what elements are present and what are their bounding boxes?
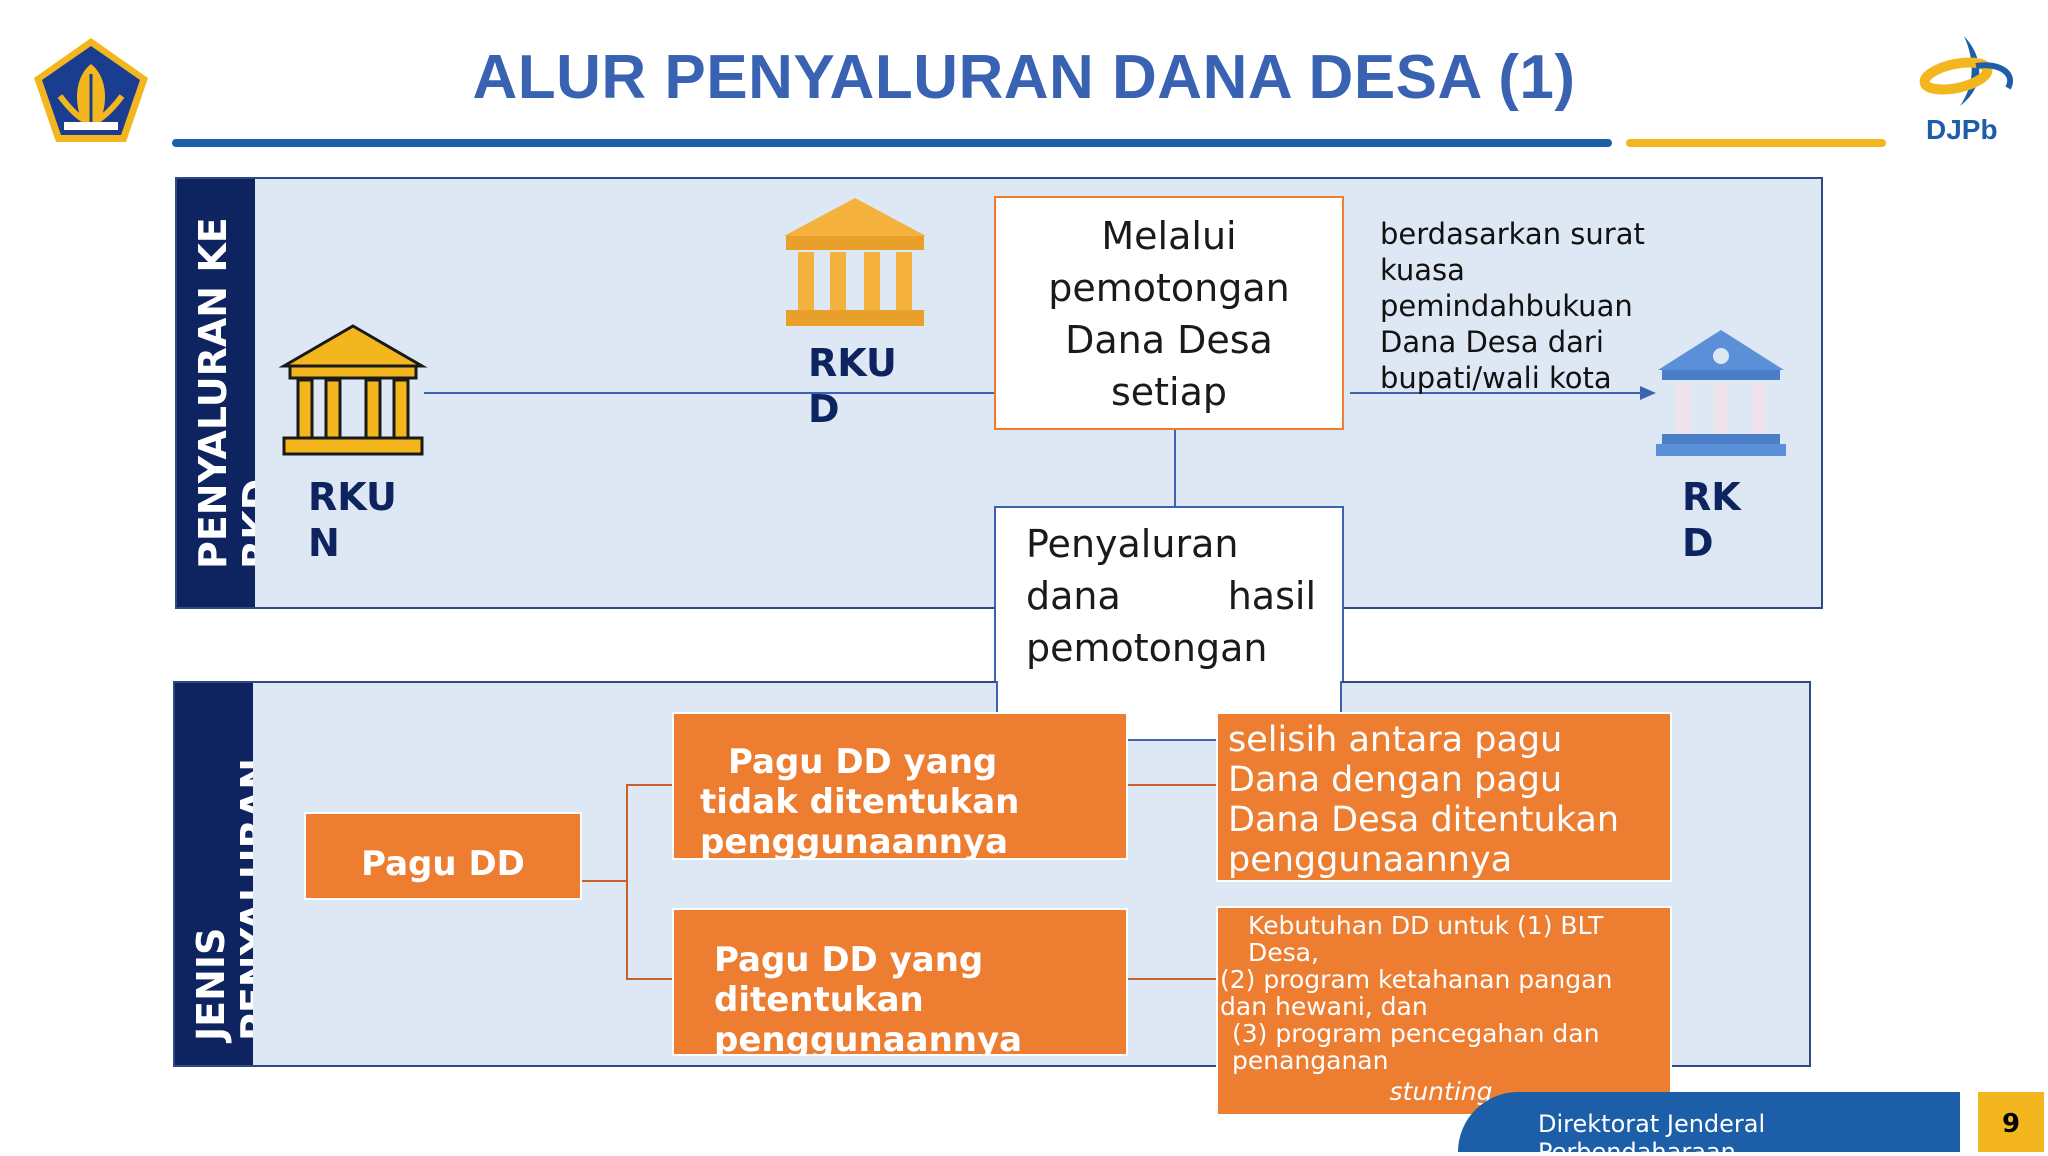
header-divider-blue xyxy=(172,139,1612,147)
pagu-dd-text: Pagu DD xyxy=(361,844,525,884)
connector-ditentukan-kebutuhan xyxy=(1126,978,1218,980)
selisih-text: selisih antara pagu Dana dengan pagu Dan… xyxy=(1228,720,1620,880)
penyaluran-sidebar: PENYALURAN KE RKD xyxy=(177,179,255,607)
pagu-connector-v xyxy=(626,784,628,980)
bank-rkun-icon xyxy=(278,322,428,462)
pagu-ditentukan-text: Pagu DD yang ditentukan penggunaannya xyxy=(714,940,1023,1056)
box-vertical-connector xyxy=(1174,430,1176,510)
arrow-head-icon xyxy=(1640,386,1656,400)
selisih-box: selisih antara pagu Dana dengan pagu Dan… xyxy=(1216,712,1672,882)
jenis-side-label: JENIS PENYALURAN xyxy=(189,757,253,1041)
page-number: 9 xyxy=(1978,1092,2044,1152)
djpb-logo: DJPb xyxy=(1912,32,2024,145)
bank-rkd-icon xyxy=(1654,326,1788,462)
pagu-tidak-ditentukan-box: Pagu DD yang tidak ditentukan penggunaan… xyxy=(672,712,1128,860)
pagu-ditentukan-box: Pagu DD yang ditentukan penggunaannya xyxy=(672,908,1128,1056)
kebutuhan-line-1: Kebutuhan DD untuk (1) BLT Desa, xyxy=(1248,911,1604,967)
pagu-dd-box: Pagu DD xyxy=(304,812,582,900)
kebutuhan-box: Kebutuhan DD untuk (1) BLT Desa, (2) pro… xyxy=(1216,906,1672,1116)
rkun-to-rkud-line xyxy=(424,392,1000,394)
surat-kuasa-text: berdasarkan surat kuasa pemindahbukuan D… xyxy=(1380,217,1645,395)
connector-tidak-selisih xyxy=(1126,784,1218,786)
djpb-swoosh-icon xyxy=(1919,36,2013,106)
footer-org-text: Direktorat Jenderal Perbendaharaan xyxy=(1538,1110,1766,1152)
box-to-rkd-line xyxy=(1350,392,1646,394)
pagu-tidak-ditentukan-text: Pagu DD yang tidak ditentukan penggunaan… xyxy=(700,742,1020,860)
pagu-connector-h xyxy=(582,880,626,882)
connector-to-tidak xyxy=(626,784,674,786)
rkd-label: RK D xyxy=(1682,475,1741,565)
penyaluran-side-label: PENYALURAN KE RKD xyxy=(191,217,255,569)
box-pemotongan-text: Melalui pemotongan Dana Desa setiap kabu… xyxy=(1020,214,1318,428)
rkun-label: RKU N xyxy=(308,475,397,565)
kebutuhan-line-2: (2) program ketahanan pangan dan hewani,… xyxy=(1220,965,1613,1021)
bank-rkud-icon xyxy=(780,194,930,332)
djpb-logo-text: DJPb xyxy=(1926,114,1998,145)
box-pemotongan: Melalui pemotongan Dana Desa setiap kabu… xyxy=(994,196,1344,430)
rkud-label: RKU D xyxy=(808,341,897,431)
header-divider-yellow xyxy=(1626,139,1886,147)
kebutuhan-line-4: stunting xyxy=(1389,1077,1493,1106)
connector-to-ditentukan xyxy=(626,978,674,980)
kemenkeu-emblem-icon xyxy=(30,34,152,146)
page-title: ALUR PENYALURAN DANA DESA (1) xyxy=(472,43,1576,112)
kebutuhan-line-3: (3) program pencegahan dan penanganan xyxy=(1232,1019,1600,1075)
jenis-sidebar: JENIS PENYALURAN xyxy=(175,683,253,1065)
footer-band xyxy=(1458,1092,1960,1152)
